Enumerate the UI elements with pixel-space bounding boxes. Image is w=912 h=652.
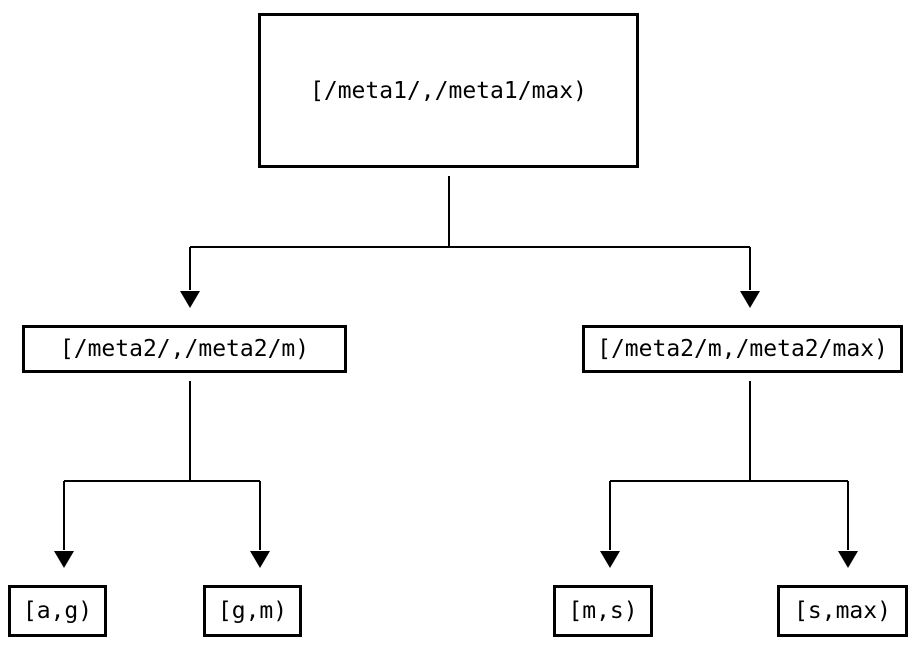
node-label: [g,m)	[217, 598, 288, 624]
node-label: [/meta2/,/meta2/m)	[59, 336, 310, 362]
node-right: [/meta2/m,/meta2/max)	[582, 325, 903, 373]
arrowhead-down-icon	[250, 551, 270, 568]
node-right-right: [s,max)	[777, 585, 908, 637]
node-label: [/meta2/m,/meta2/max)	[597, 336, 888, 362]
node-label: [s,max)	[794, 598, 891, 624]
node-label: [a,g)	[22, 598, 93, 624]
edge-root-children	[189, 176, 751, 290]
arrowhead-down-icon	[54, 551, 74, 568]
node-label: [/meta1/,/meta1/max)	[310, 77, 587, 104]
arrowhead-down-icon	[740, 291, 760, 308]
arrowhead-down-icon	[838, 551, 858, 568]
node-label: [m,s)	[568, 598, 638, 624]
node-root: [/meta1/,/meta1/max)	[258, 13, 639, 168]
node-left: [/meta2/,/meta2/m)	[22, 325, 347, 373]
arrowhead-down-icon	[180, 291, 200, 308]
node-right-left: [m,s)	[553, 585, 653, 637]
node-left-left: [a,g)	[8, 585, 107, 637]
node-left-right: [g,m)	[203, 585, 302, 637]
edge-left-children	[63, 381, 261, 550]
arrowhead-down-icon	[600, 551, 620, 568]
edge-right-children	[609, 381, 849, 550]
